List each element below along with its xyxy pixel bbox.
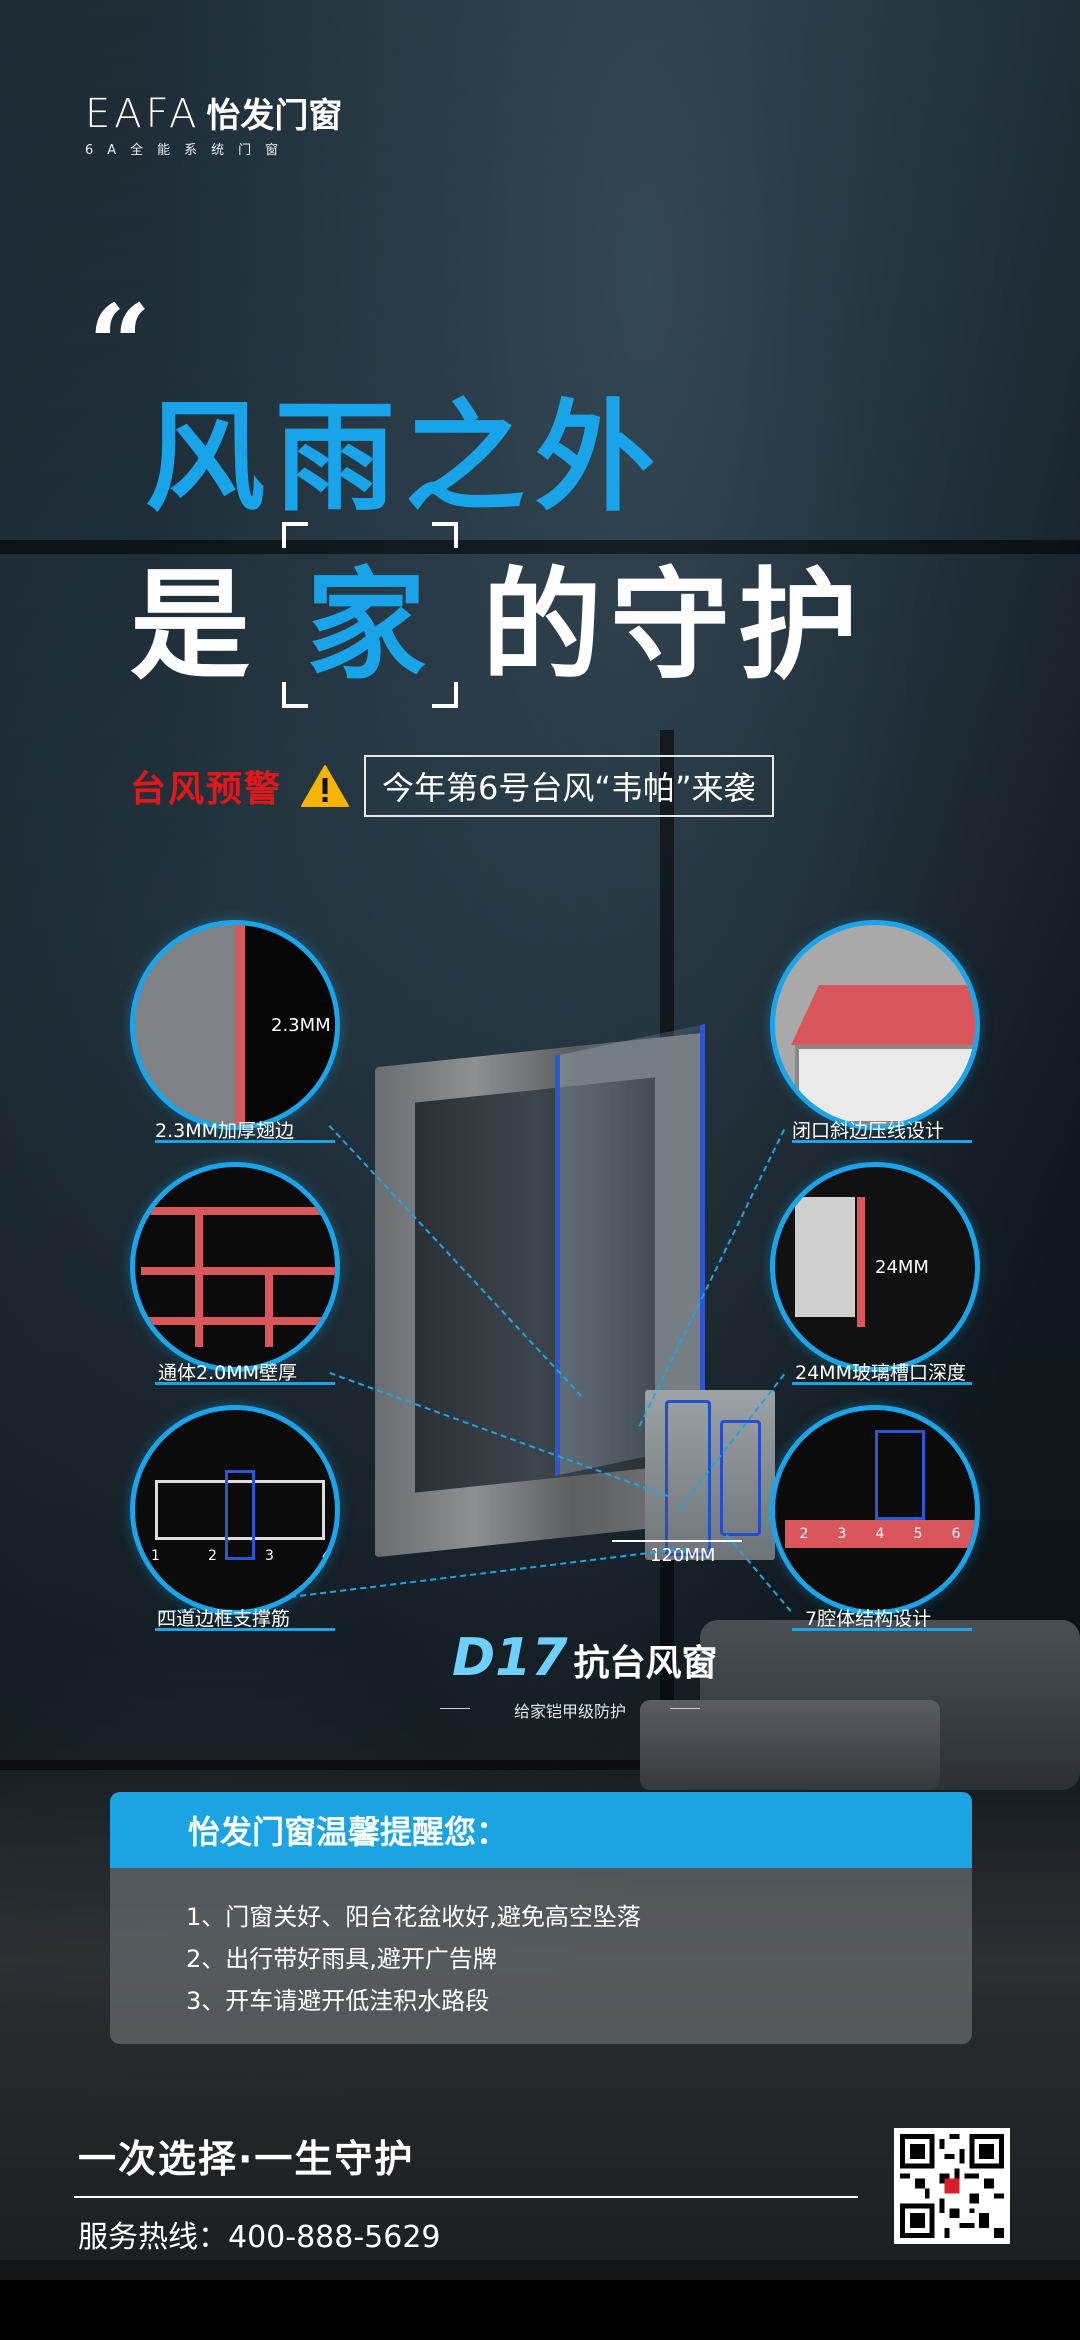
chamber-number: 5 — [913, 1526, 923, 1542]
logo-subtitle: 6A全能系统门窗 — [85, 143, 293, 158]
chamber-number: 3 — [837, 1526, 847, 1542]
alert-label: 台风预警 — [130, 769, 283, 810]
glass-slot-depth-label: 24MM — [875, 1257, 929, 1278]
headline-line1: 风雨之外 — [145, 389, 665, 528]
chamber-number: 6 — [951, 1526, 961, 1542]
headline-line2: 是 家 的守护 — [130, 522, 866, 708]
model-name: 抗台风窗 — [573, 1643, 718, 1684]
feature-caption-5: 四道边框支撑筋 — [157, 1608, 291, 1630]
rib-number: 4 — [322, 1548, 331, 1564]
feature-caption-1: 2.3MM加厚翅边 — [155, 1120, 295, 1142]
detail-circle-wall-thickness — [130, 1162, 340, 1372]
feature-caption-4: 24MM玻璃槽口深度 — [795, 1362, 966, 1384]
reminder-item: 1、门窗关好、阳台花盆收好,避免高空坠落 — [186, 1903, 641, 1931]
detail-circle-bevel — [770, 920, 980, 1130]
typhoon-alert: 台风预警 今年第6号台风“韦帕”来袭 — [130, 755, 774, 817]
model-tagline: 给家铠甲级防护 — [440, 1698, 700, 1722]
service-hotline: 服务热线：400-888-5629 — [78, 2220, 441, 2255]
logo-wordmark: EAFA — [85, 91, 201, 137]
reminder-card: 怡发门窗温馨提醒您： 1、门窗关好、阳台花盆收好,避免高空坠落 2、出行带好雨具… — [110, 1792, 972, 2044]
footer-slogan: 一次选择·一生守护 — [78, 2137, 415, 2181]
rib-number: 1 — [151, 1548, 160, 1564]
chamber-number: 4 — [875, 1526, 885, 1542]
headline-line2-post: 的守护 — [482, 557, 866, 696]
flange-thickness-label: 2.3MM — [271, 1015, 331, 1036]
rib-number: 2 — [208, 1548, 217, 1564]
feature-caption-3: 通体2.0MM壁厚 — [158, 1362, 298, 1384]
model-code: D17 — [452, 1628, 568, 1688]
reminder-item: 2、出行带好雨具,避开广告牌 — [186, 1945, 497, 1973]
headline-highlight-frame: 家 — [282, 522, 458, 708]
caption-underline — [792, 1382, 972, 1385]
qr-code-icon — [900, 2134, 1004, 2238]
footer-divider — [74, 2196, 858, 2198]
headline-highlight-word: 家 — [306, 557, 434, 696]
feature-caption-6: 7腔体结构设计 — [805, 1608, 932, 1630]
detail-circle-flange: 2.3MM — [130, 920, 340, 1130]
width-label: 120MM — [650, 1545, 716, 1566]
alert-message: 今年第6号台风“韦帕”来袭 — [364, 755, 774, 817]
brand-logo: EAFA 怡发门窗 6A全能系统门窗 — [85, 88, 342, 158]
rib-number: 3 — [265, 1548, 274, 1564]
product-model: D17 抗台风窗 — [452, 1628, 718, 1688]
feature-caption-2: 闭口斜边压线设计 — [792, 1120, 945, 1142]
caption-underline — [792, 1628, 972, 1631]
detail-circle-support-ribs: 1 2 3 4 — [130, 1405, 340, 1615]
caption-underline — [155, 1382, 335, 1385]
chamber-number: 2 — [799, 1526, 809, 1542]
caption-underline — [155, 1628, 335, 1631]
reminder-item: 3、开车请避开低洼积水路段 — [186, 1987, 490, 2015]
window-product-image — [375, 1024, 775, 1560]
qr-code[interactable] — [894, 2128, 1010, 2244]
caption-underline — [155, 1140, 335, 1143]
detail-circle-chambers: 2 3 4 5 6 — [770, 1405, 980, 1615]
detail-circle-glass-slot: 24MM — [770, 1162, 980, 1372]
width-dimension-line — [612, 1540, 742, 1542]
warning-triangle-icon — [301, 765, 350, 807]
quote-mark: “ — [88, 280, 152, 409]
window-frame-line — [0, 540, 1080, 554]
ottoman — [640, 1700, 940, 1790]
footer-bar — [0, 2280, 1080, 2340]
logo-chinese-name: 怡发门窗 — [206, 96, 343, 136]
reminder-title: 怡发门窗温馨提醒您： — [110, 1792, 972, 1868]
caption-underline — [792, 1140, 972, 1143]
profile-cross-section — [645, 1390, 775, 1560]
headline-line2-pre: 是 — [130, 557, 258, 696]
reminder-list: 1、门窗关好、阳台花盆收好,避免高空坠落 2、出行带好雨具,避开广告牌 3、开车… — [110, 1868, 972, 2022]
